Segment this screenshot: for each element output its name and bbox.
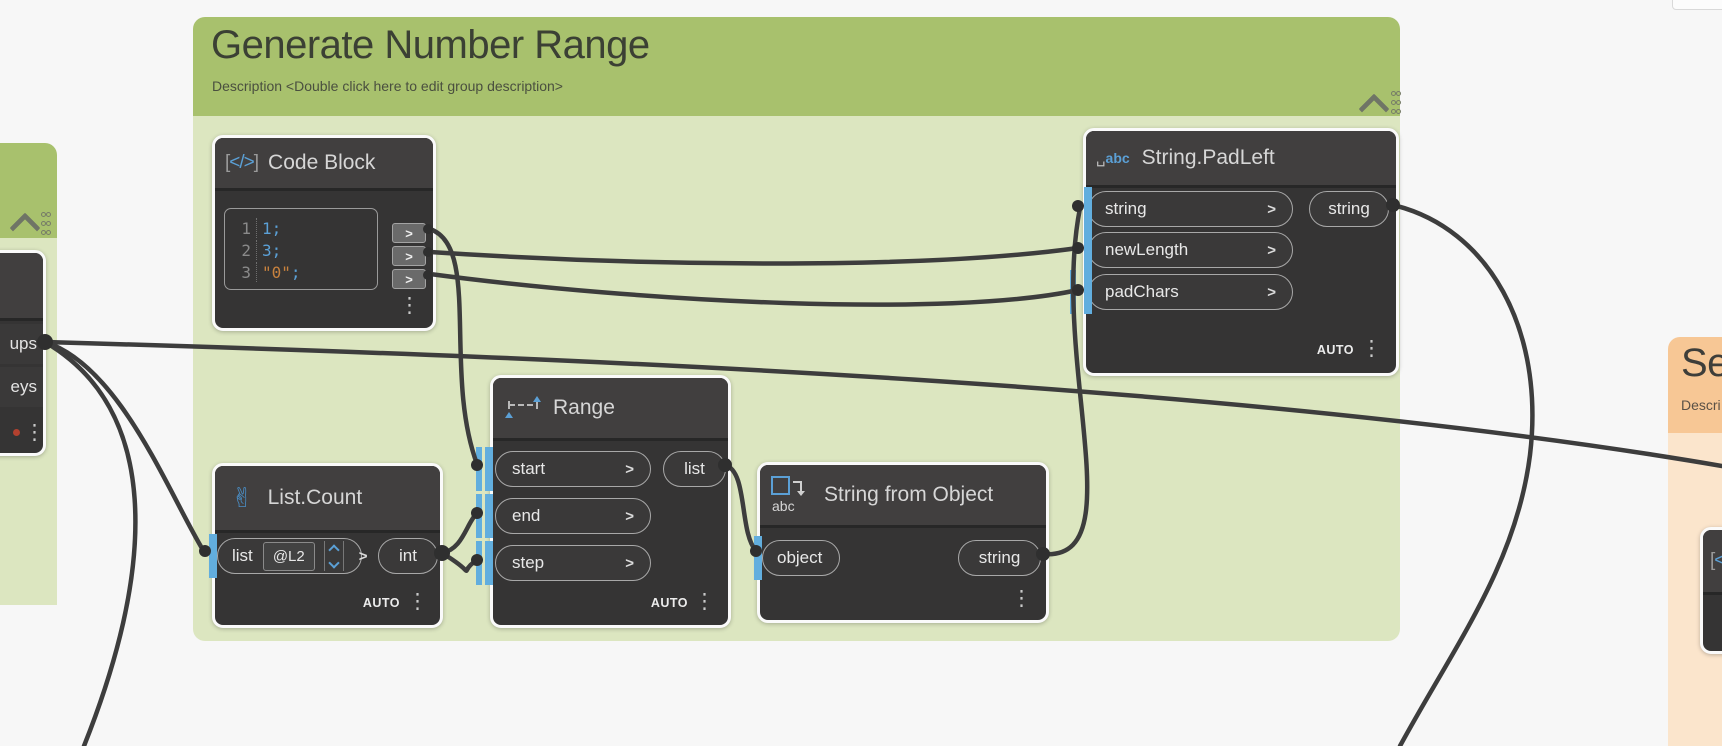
port-input-string[interactable]: string >: [1088, 191, 1293, 227]
code-block-node[interactable]: [</>] Code Block 1 1 ; 2 3 ; 3 "0" ; > >…: [212, 135, 436, 331]
code-block-output-3[interactable]: >: [392, 269, 426, 289]
port-connected-marker: [1084, 228, 1092, 272]
group-title[interactable]: Generate Number Range: [211, 23, 650, 67]
code-block-output-2[interactable]: >: [392, 246, 426, 266]
port-input-newlength[interactable]: newLength >: [1088, 232, 1293, 268]
code-block-header[interactable]: [</>] Code Block: [215, 138, 433, 191]
port-input-end[interactable]: end >: [495, 498, 651, 534]
port-connected-marker: [1084, 187, 1092, 231]
port-label: ups: [9, 334, 37, 353]
left-partial-node-header[interactable]: [0, 253, 43, 321]
port-connected-marker: [485, 447, 493, 491]
string-from-object-header[interactable]: abc String from Object: [760, 465, 1046, 528]
string-padleft-icon: ␣abc: [1096, 149, 1130, 167]
port-connected-marker: [1070, 270, 1076, 314]
node-title: Code Block: [268, 151, 376, 174]
port-input-object[interactable]: object: [762, 540, 840, 576]
use-default-chevron[interactable]: >: [1267, 283, 1276, 301]
port-connected-marker: [754, 536, 762, 580]
left-partial-node[interactable]: ups eys ⋮: [0, 250, 46, 456]
node-menu-icon[interactable]: ⋮: [1361, 336, 1382, 360]
node-menu-icon[interactable]: ⋮: [694, 589, 715, 613]
right-partial-node-header[interactable]: [</>: [1703, 530, 1722, 595]
node-menu-icon[interactable]: ⋮: [407, 589, 428, 613]
group-description[interactable]: Description <Double click here to edit g…: [212, 78, 563, 94]
use-default-chevron[interactable]: >: [625, 460, 634, 478]
left-group-header[interactable]: [0, 143, 57, 244]
wire-leftnode-ups-to-canvas-bottom[interactable]: [42, 339, 138, 746]
node-menu-icon[interactable]: ⋮: [399, 293, 420, 317]
main-group-header[interactable]: Generate Number Range Description <Doubl…: [193, 17, 1401, 125]
port-connected-marker: [209, 534, 217, 578]
port-connected-marker: [485, 541, 493, 585]
group-title[interactable]: Se: [1681, 341, 1722, 385]
string-from-object-icon: abc: [771, 476, 805, 514]
list-level-control[interactable]: @L2: [262, 541, 315, 571]
port-output-groups[interactable]: ups: [0, 324, 43, 364]
code-block-icon: [</>]: [225, 152, 259, 173]
code-line[interactable]: 1 1 ;: [241, 218, 282, 238]
wire-leftnode-ups-to-listcount-list[interactable]: [42, 339, 206, 553]
lacing-label[interactable]: AUTO: [650, 596, 688, 610]
use-default-chevron[interactable]: >: [1267, 241, 1276, 259]
port-input-list[interactable]: list @L2 >: [217, 538, 368, 574]
port-output-int[interactable]: int: [378, 538, 438, 574]
string-padleft-header[interactable]: ␣abc String.PadLeft: [1086, 131, 1396, 188]
level-down-icon[interactable]: [328, 556, 340, 569]
port-connected-marker: [485, 494, 493, 538]
port-output-string[interactable]: string: [958, 540, 1041, 576]
use-default-chevron[interactable]: >: [625, 554, 634, 572]
use-default-chevron[interactable]: >: [625, 507, 634, 525]
code-block-output-1[interactable]: >: [392, 223, 426, 243]
warning-dot: [13, 429, 20, 436]
port-connected-marker: [476, 541, 482, 585]
node-title: List.Count: [267, 486, 363, 509]
code-line[interactable]: 3 "0" ;: [241, 262, 301, 282]
string-padleft-node[interactable]: ␣abc String.PadLeft string > newLength >…: [1070, 128, 1399, 376]
node-title: String.PadLeft: [1141, 146, 1275, 169]
group-description[interactable]: Descri: [1681, 397, 1721, 413]
floating-panel: [1672, 0, 1722, 10]
right-partial-node[interactable]: [</>: [1700, 527, 1722, 654]
port-connected-marker: [476, 494, 482, 538]
code-line[interactable]: 2 3 ;: [241, 240, 282, 260]
port-label: eys: [10, 377, 37, 396]
level-up-icon[interactable]: [328, 543, 340, 556]
port-output-keys[interactable]: eys: [0, 367, 43, 407]
range-icon: [505, 396, 541, 418]
list-count-node[interactable]: ✌ List.Count list @L2 > int AUTO ⋮: [209, 463, 443, 628]
use-default-chevron[interactable]: >: [1267, 200, 1276, 218]
group-menu-icon[interactable]: [1391, 91, 1401, 114]
node-title: String from Object: [824, 483, 994, 506]
string-from-object-node[interactable]: abc String from Object object string ⋮: [754, 462, 1049, 623]
port-input-step[interactable]: step >: [495, 545, 651, 581]
group-menu-icon[interactable]: [41, 212, 51, 235]
wire-padleft-string-to-canvas-bottom[interactable]: [1390, 202, 1535, 746]
list-count-header[interactable]: ✌ List.Count: [215, 466, 440, 533]
right-group-header[interactable]: Se Descri: [1668, 337, 1722, 433]
svg-text:abc: abc: [772, 498, 795, 514]
node-menu-icon[interactable]: ⋮: [1011, 586, 1032, 610]
port-output-string[interactable]: string: [1309, 191, 1389, 227]
port-input-start[interactable]: start >: [495, 451, 651, 487]
node-menu-icon[interactable]: ⋮: [24, 420, 45, 444]
range-header[interactable]: Range: [493, 378, 728, 441]
level-stepper[interactable]: [323, 541, 344, 571]
use-default-chevron[interactable]: >: [358, 547, 368, 565]
lacing-label[interactable]: AUTO: [1316, 343, 1354, 357]
range-node[interactable]: Range start > end > step > list AUTO ⋮: [476, 375, 731, 628]
port-input-padchars[interactable]: padChars >: [1088, 274, 1293, 310]
port-output-list[interactable]: list: [663, 451, 726, 487]
code-block-icon: [</>: [1710, 550, 1722, 571]
code-editor[interactable]: 1 1 ; 2 3 ; 3 "0" ;: [224, 208, 378, 290]
list-count-icon: ✌: [231, 482, 254, 514]
node-title: Range: [553, 396, 615, 419]
port-connected-marker: [1084, 270, 1092, 314]
port-connected-marker: [476, 447, 482, 491]
lacing-label[interactable]: AUTO: [362, 596, 400, 610]
